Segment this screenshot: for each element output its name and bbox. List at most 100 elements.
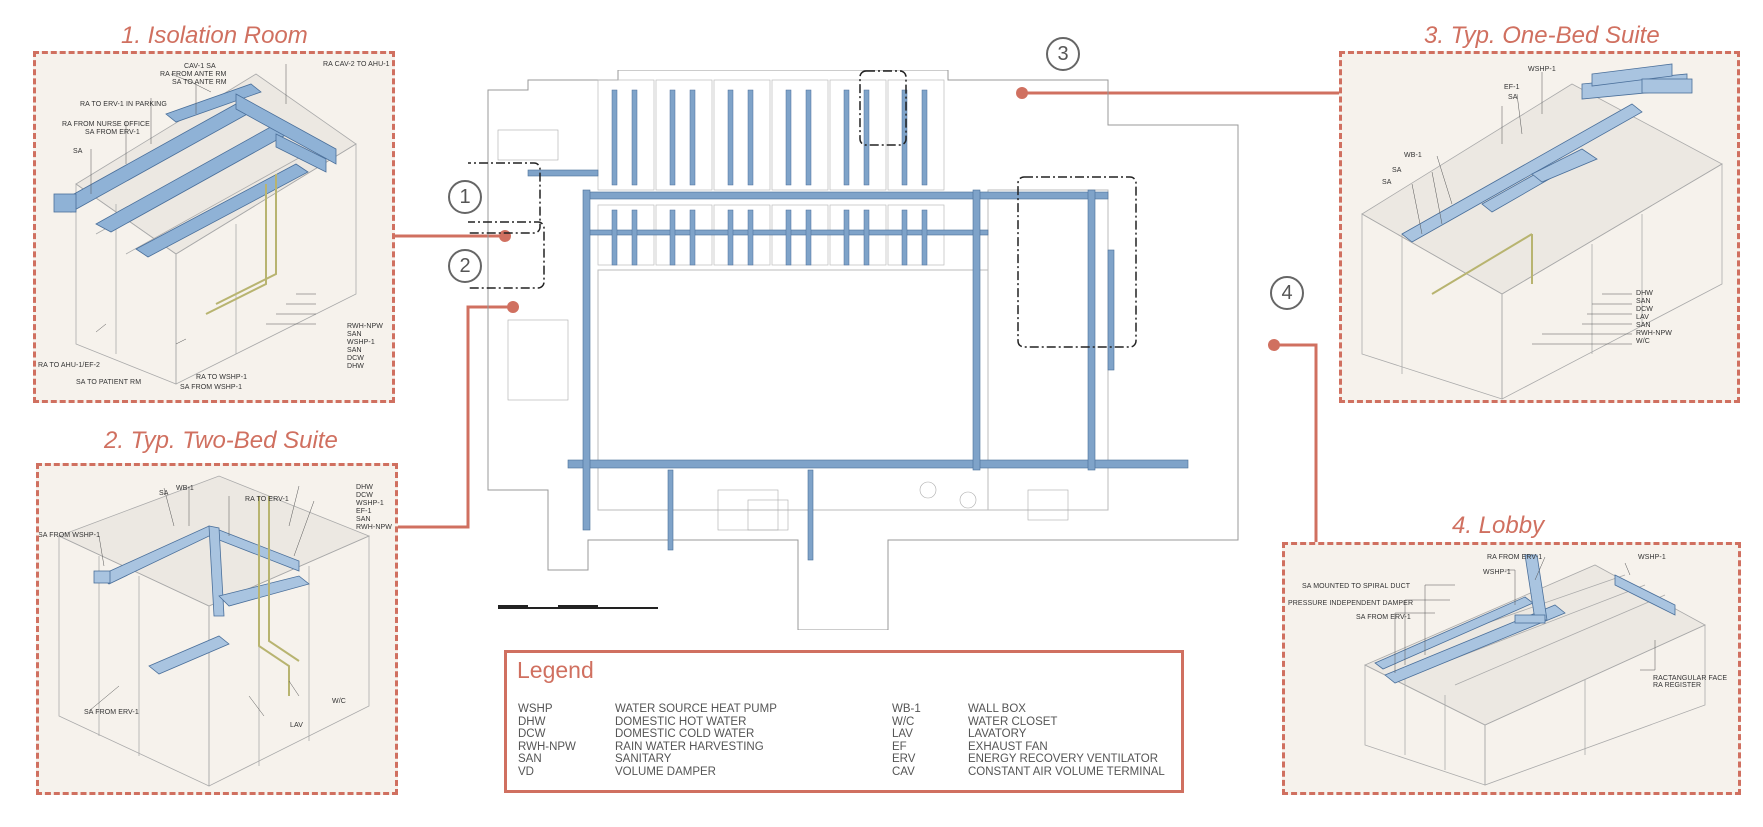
room-duct	[805, 89, 812, 186]
label-ra-erv-parking: RA TO ERV-1 IN PARKING	[80, 101, 167, 108]
room-duct	[727, 89, 734, 186]
label-sa-to-ante: SA TO ANTE RM	[172, 79, 227, 86]
room-duct	[921, 89, 928, 186]
label-wshp1: WSHP-1	[1528, 66, 1556, 73]
legend-description: SANITARY	[615, 753, 672, 765]
label-pressure-damper: PRESSURE INDEPENDENT DAMPER	[1288, 600, 1414, 607]
label-wb1: WB-1	[176, 485, 194, 492]
label-dcw: DCW	[347, 355, 365, 362]
legend-description: WALL BOX	[968, 703, 1026, 715]
label-ra-from-erv: RA FROM ERV-1	[1487, 554, 1543, 561]
label-dhw: DHW	[1636, 290, 1654, 297]
label-rwh-npw: RWH-NPW	[1636, 330, 1672, 337]
room-duct	[631, 209, 638, 266]
label-rwh-npw: RWH-NPW	[356, 524, 392, 531]
callout-4[interactable]: 4	[1270, 276, 1304, 310]
lobby-panel: RA FROM ERV-1 WSHP-1 SA MOUNTED TO SPIRA…	[1282, 542, 1741, 795]
isolation-room-axonometric	[53, 64, 357, 385]
label-sa-2: SA	[1392, 167, 1402, 174]
label-ra-erv: RA TO ERV-1	[245, 496, 289, 503]
isolation-room-title: 1. Isolation Room	[121, 22, 308, 49]
room-duct	[669, 89, 676, 186]
label-rwh-npw: RWH-NPW	[347, 323, 383, 330]
legend-abbr: WSHP	[518, 703, 553, 715]
label-dhw: DHW	[347, 363, 365, 370]
label-lav: LAV	[290, 722, 304, 729]
one-bed-suite-title: 3. Typ. One-Bed Suite	[1424, 22, 1660, 49]
room-duct	[863, 209, 870, 266]
room-duct	[631, 89, 638, 186]
room-duct	[611, 209, 618, 266]
label-sa-spiral: SA MOUNTED TO SPIRAL DUCT	[1302, 583, 1411, 590]
room-duct	[747, 89, 754, 186]
two-bed-suite-axonometric	[57, 475, 371, 787]
lobby-title: 4. Lobby	[1452, 512, 1545, 539]
label-san: SAN	[347, 331, 362, 338]
label-sa: SA	[73, 148, 83, 155]
legend-description: DOMESTIC COLD WATER	[615, 728, 755, 740]
label-cav1-sa: CAV-1 SA	[184, 63, 216, 70]
label-ef1: EF-1	[356, 508, 372, 515]
label-wshp1: WSHP-1	[347, 339, 375, 346]
legend-description: WATER SOURCE HEAT PUMP	[615, 703, 777, 715]
legend-abbr: WB-1	[892, 703, 921, 715]
patient-room	[713, 79, 771, 191]
callout-1[interactable]: 1	[448, 180, 482, 214]
label-san: SAN	[356, 516, 371, 523]
label-dcw: DCW	[1636, 306, 1654, 313]
label-san-2: SAN	[1636, 322, 1651, 329]
legend-abbr: VD	[518, 765, 534, 778]
room-duct	[727, 209, 734, 266]
label-sa-from-wshp: SA FROM WSHP-1	[38, 532, 101, 539]
room-duct	[689, 209, 696, 266]
label-sa: SA	[1508, 94, 1518, 101]
patient-room	[829, 79, 887, 191]
patient-room	[655, 79, 713, 191]
label-san: SAN	[1636, 298, 1651, 305]
label-wshp1: WSHP-1	[1483, 569, 1511, 576]
label-ra-nurse: RA FROM NURSE OFFICE	[62, 121, 150, 128]
room-duct	[921, 209, 928, 266]
room-duct	[689, 89, 696, 186]
label-lav: LAV	[1636, 314, 1650, 321]
one-bed-suite-panel: WSHP-1 EF-1 SA WB-1 SA SA DHW SAN DCW LA…	[1339, 51, 1740, 403]
label-dcw: DCW	[356, 492, 374, 499]
legend-description: DOMESTIC HOT WATER	[615, 715, 747, 728]
label-sa-3: SA	[1382, 179, 1392, 186]
two-bed-suite-title: 2. Typ. Two-Bed Suite	[104, 427, 338, 454]
room-duct	[863, 89, 870, 186]
legend-description: EXHAUST FAN	[968, 740, 1048, 753]
room-duct	[843, 209, 850, 266]
callout-3[interactable]: 3	[1046, 37, 1080, 71]
legend-description: VOLUME DAMPER	[615, 765, 716, 778]
isolation-room-panel: CAV-1 SA RA FROM ANTE RM SA TO ANTE RM R…	[33, 51, 395, 403]
label-ra-wshp: RA TO WSHP-1	[196, 374, 248, 381]
one-bed-suite-axonometric	[1361, 63, 1723, 400]
label-dhw: DHW	[356, 484, 374, 491]
room-duct	[785, 89, 792, 186]
legend-abbr: ERV	[892, 753, 916, 765]
legend-description: LAVATORY	[968, 728, 1027, 740]
label-ra-ahu: RA TO AHU-1/EF-2	[38, 362, 101, 369]
room-duct	[901, 89, 908, 186]
callout-2[interactable]: 2	[448, 249, 482, 283]
label-ef1: EF-1	[1504, 84, 1520, 91]
legend-abbr: DCW	[518, 728, 546, 740]
room-duct	[785, 209, 792, 266]
label-ra-from-ante: RA FROM ANTE RM	[160, 71, 227, 78]
label-wshp1-top: WSHP-1	[1638, 554, 1666, 561]
legend-abbr: SAN	[518, 753, 542, 765]
room-duct	[843, 89, 850, 186]
label-sa-from-erv: SA FROM ERV-1	[85, 129, 140, 136]
legend-abbr: CAV	[892, 765, 915, 778]
legend-description: ENERGY RECOVERY VENTILATOR	[968, 753, 1159, 765]
room-duct	[611, 89, 618, 186]
legend-abbr: EF	[892, 740, 907, 753]
label-sa-patient: SA TO PATIENT RM	[76, 379, 142, 386]
label-ra-cav2: RA CAV-2 TO AHU-1	[323, 61, 390, 68]
label-wshp1: WSHP-1	[356, 500, 384, 507]
legend-title: Legend	[517, 657, 594, 683]
patient-room	[597, 79, 655, 191]
